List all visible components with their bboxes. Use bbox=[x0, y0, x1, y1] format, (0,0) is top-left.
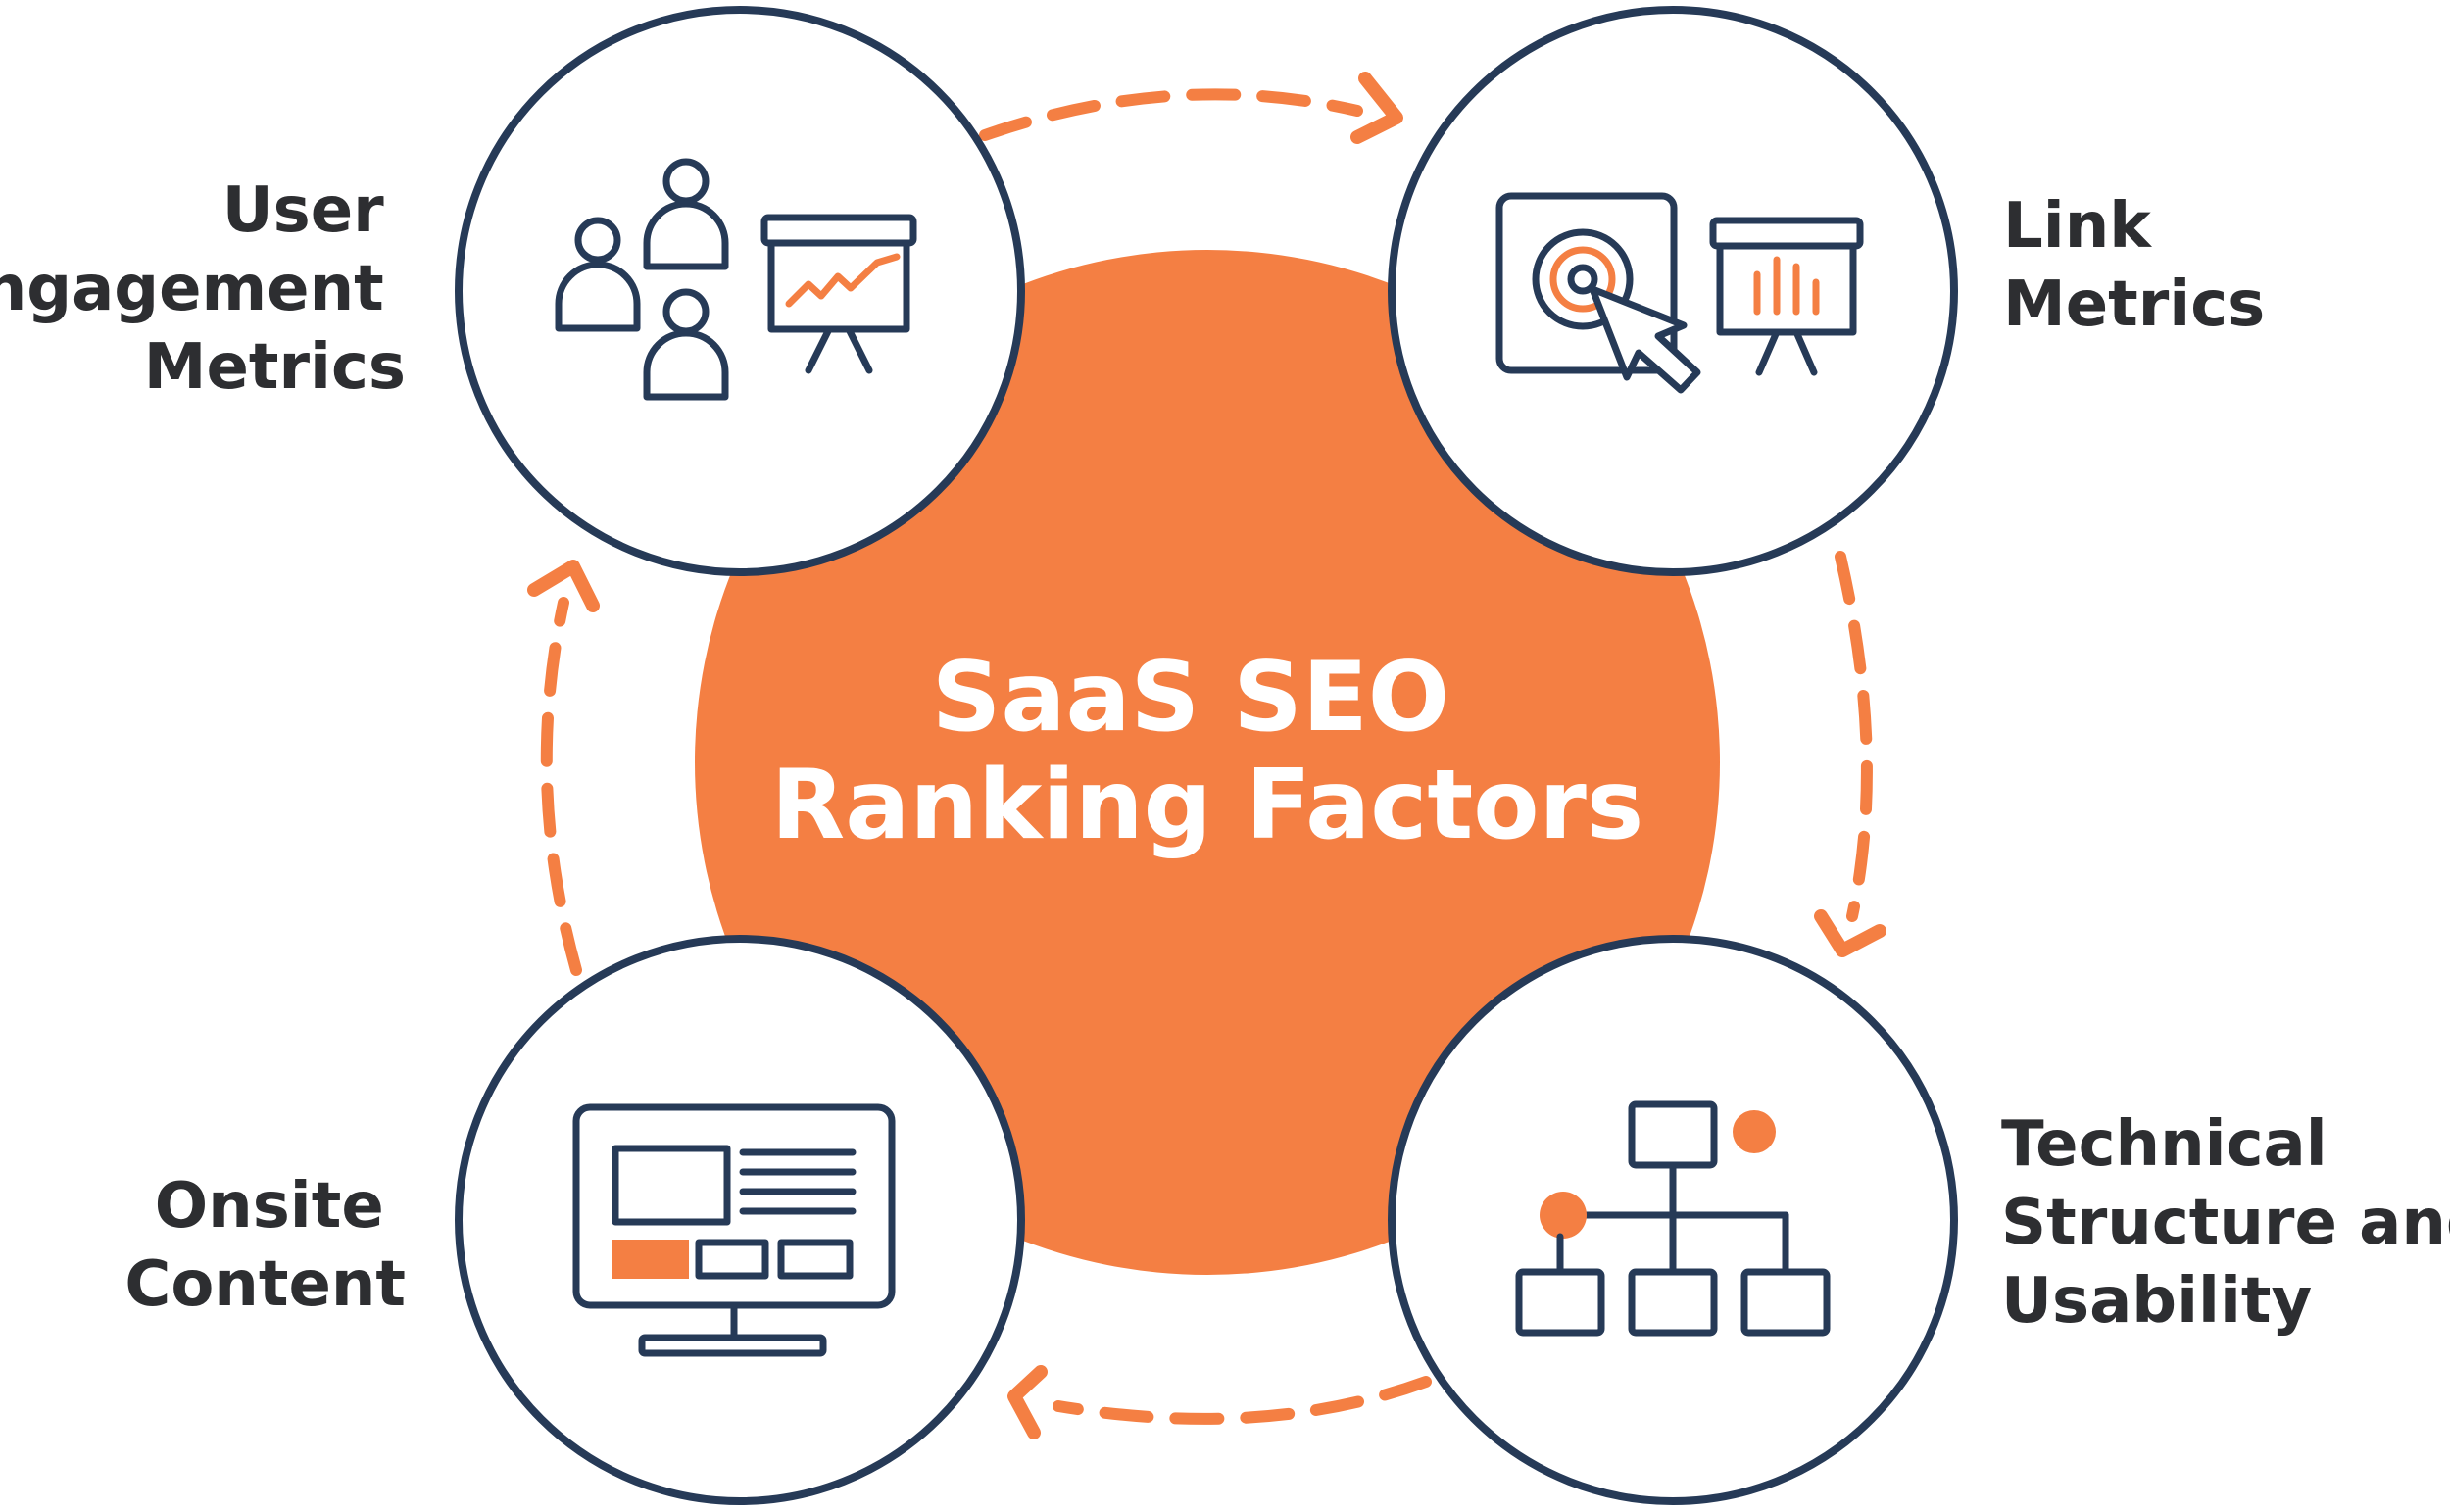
label-technical-structure: Technical Structure and Usability bbox=[2001, 1108, 2450, 1338]
cycle-arrowhead-bottom bbox=[1007, 1365, 1048, 1439]
node-circle bbox=[455, 6, 1025, 576]
label-line: Structure and bbox=[2001, 1187, 2450, 1259]
node-user-engagement bbox=[455, 6, 1025, 576]
label-line: Metrics bbox=[144, 331, 406, 404]
cycle-arrowhead-right bbox=[1814, 909, 1886, 957]
cycle-arrowhead-left bbox=[527, 560, 600, 612]
monitor-content-icon bbox=[572, 1103, 896, 1357]
label-line: Link bbox=[2003, 190, 2152, 263]
cycle-arrow-bottom bbox=[1053, 1376, 1432, 1425]
label-line: Usability bbox=[2001, 1265, 2312, 1338]
label-line: Engagement bbox=[0, 253, 384, 325]
cycle-arrows bbox=[527, 72, 1886, 1439]
cycle-arrowhead-top bbox=[1350, 72, 1403, 144]
label-line: Technical bbox=[2001, 1108, 2328, 1181]
label-line: Content bbox=[124, 1248, 406, 1321]
sitemap-icon bbox=[1515, 1100, 1831, 1337]
center-title: SaaS SEO Ranking Factors bbox=[771, 642, 1643, 861]
node-circle bbox=[455, 935, 1025, 1505]
label-line: Metrics bbox=[2003, 268, 2265, 341]
label-user-engagement: User Engagement Metrics bbox=[0, 174, 406, 404]
node-link-metrics bbox=[1388, 6, 1958, 576]
node-onsite-content bbox=[455, 935, 1025, 1505]
node-technical-structure bbox=[1388, 935, 1958, 1505]
cycle-arrow-top bbox=[979, 88, 1363, 141]
cycle-arrow-right bbox=[1835, 551, 1873, 922]
cycle-arrow-left bbox=[540, 597, 582, 976]
label-onsite-content: Onsite Content bbox=[124, 1170, 406, 1321]
center-circle bbox=[695, 250, 1720, 1275]
label-link-metrics: Link Metrics bbox=[2003, 190, 2265, 341]
users-presentation-icon bbox=[555, 158, 917, 401]
click-target-chart-icon bbox=[1495, 192, 1864, 394]
center-title-line: SaaS SEO bbox=[932, 642, 1449, 754]
label-line: Onsite bbox=[155, 1170, 384, 1243]
center-title-line: Ranking Factors bbox=[771, 750, 1643, 861]
label-line: User bbox=[222, 174, 384, 247]
